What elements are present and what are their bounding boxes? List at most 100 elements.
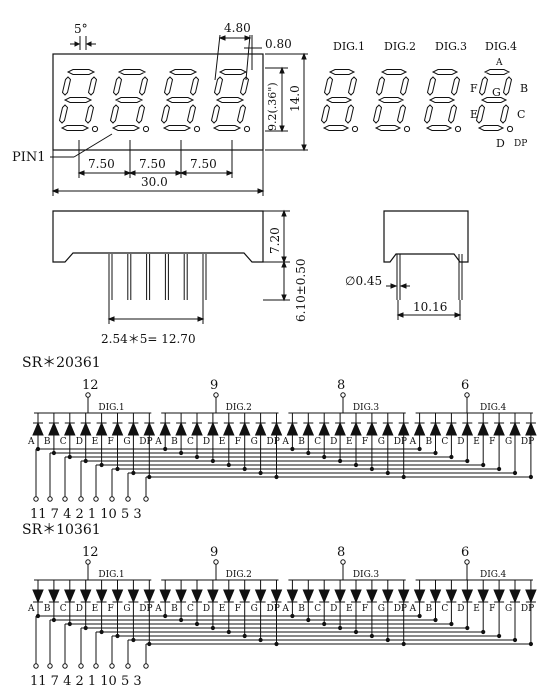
segment-pin-node <box>125 663 131 669</box>
front-view: PIN1 5° 4.80 0.80 9.2(.36") 14.0 <box>12 21 308 196</box>
led-diode-g <box>509 421 521 436</box>
junction-dot <box>401 641 406 647</box>
segment-label: E <box>92 604 99 614</box>
segment-v <box>210 104 221 124</box>
segment-label: D <box>330 437 337 447</box>
digit-label-3: DIG.3 <box>435 40 467 53</box>
led-diode-c <box>191 589 203 604</box>
segment-label: B <box>426 604 433 614</box>
led-diode-f <box>493 589 505 604</box>
segment-v <box>396 104 407 124</box>
seg-label-dp: DP <box>514 139 527 149</box>
common-pin-node <box>464 559 470 565</box>
junction-dot <box>417 613 422 619</box>
common-pin-number: 9 <box>210 378 218 393</box>
led-diode-e <box>350 421 362 436</box>
led-diode-a <box>32 589 44 604</box>
pitch-label-2: 7.50 <box>139 157 166 171</box>
led-diode-c <box>318 421 330 436</box>
junction-dot <box>163 446 168 452</box>
led-diode-dp <box>525 421 537 436</box>
segment-label: A <box>281 437 289 447</box>
junction-dot <box>210 625 215 631</box>
led-diode-a <box>32 421 44 436</box>
segment-label: A <box>27 604 35 614</box>
segment-label: DP <box>394 437 407 447</box>
junction-dot <box>449 454 454 460</box>
seg-label-g: G <box>492 86 501 99</box>
led-diode-e <box>223 589 235 604</box>
segment-h <box>60 125 90 131</box>
segment-label: C <box>60 437 67 447</box>
junction-dot <box>497 466 502 472</box>
segment-label: DP <box>267 437 280 447</box>
segment-label: G <box>378 437 385 447</box>
segment-pin-node <box>143 496 149 502</box>
segment-h <box>111 125 141 131</box>
led-diode-f <box>366 421 378 436</box>
led-diode-b <box>302 589 315 604</box>
segment-v <box>186 104 197 124</box>
led-diode-f <box>493 421 505 436</box>
junction-dot <box>465 458 470 464</box>
side-view: 7.20 6.10±0.50 2.54＊5= 12.70 <box>52 209 308 346</box>
led-diode-d <box>79 589 92 604</box>
seg-label-a: A <box>495 58 503 68</box>
led-diode-b <box>175 421 187 436</box>
junction-dot <box>465 625 470 631</box>
junction-dot <box>179 617 184 623</box>
junction-dot <box>131 637 136 643</box>
segment-label: B <box>298 604 305 614</box>
junction-dot <box>194 454 200 460</box>
segment-label: E <box>92 437 99 447</box>
digit-label: DIG.2 <box>226 403 252 413</box>
led-diode-g <box>382 421 394 436</box>
segment-label: F <box>235 604 241 614</box>
junction-dot <box>226 462 231 468</box>
segment-label: B <box>44 604 51 614</box>
segment-label: E <box>219 604 226 614</box>
pin1-label: PIN1 <box>12 150 46 165</box>
junction-dot <box>67 621 72 627</box>
led-diode-g <box>127 421 140 436</box>
angle-label: 5° <box>74 22 88 36</box>
segment-v <box>239 76 250 96</box>
digit-label: DIG.1 <box>98 403 124 413</box>
segment-h <box>325 97 353 103</box>
segment-v <box>426 76 437 96</box>
junction-dot <box>322 621 327 627</box>
led-diode-dp <box>143 589 156 604</box>
junction-dot <box>115 633 120 639</box>
junction-dot <box>35 613 41 619</box>
segment-v <box>372 104 383 124</box>
segment-v <box>344 104 355 124</box>
led-diode-b <box>302 421 315 436</box>
junction-dot <box>353 462 359 468</box>
common-pin-number: 8 <box>337 545 345 560</box>
side-leads <box>108 254 207 300</box>
led-diode-d <box>334 589 346 604</box>
front-digits <box>58 69 251 133</box>
lead-length-label: 6.10±0.50 <box>294 259 308 323</box>
map-digit-3 <box>423 69 462 133</box>
seg-label-d: D <box>496 137 505 150</box>
led-diode-g <box>254 421 267 436</box>
segment-h <box>218 69 248 75</box>
junction-dot <box>481 462 486 468</box>
led-diode-d <box>207 421 219 436</box>
junction-dot <box>274 641 279 647</box>
display-body-outline <box>52 53 264 151</box>
segment-label: D <box>330 604 337 614</box>
segment-label: G <box>123 604 130 614</box>
led-diode-d <box>461 589 474 604</box>
segment-h <box>322 125 350 131</box>
segment-h <box>480 97 508 103</box>
segment-pin-node <box>62 663 68 669</box>
common-pin-number: 9 <box>210 545 218 560</box>
